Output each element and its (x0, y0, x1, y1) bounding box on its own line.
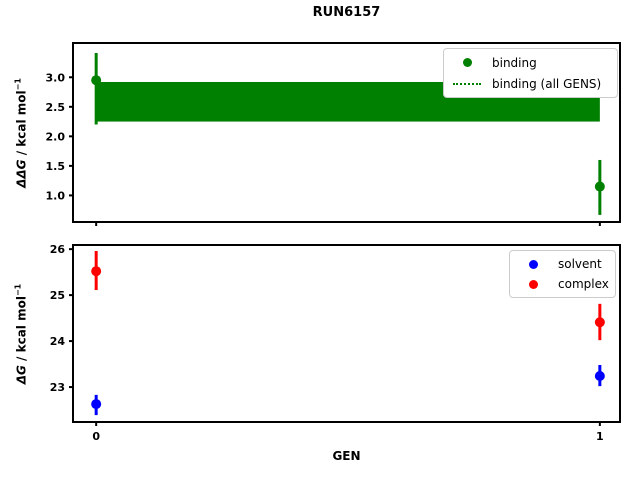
axes-spines-bottom (72, 244, 621, 423)
x-tick-label: 0 (92, 430, 100, 443)
legend-label-solvent: solvent (558, 257, 602, 271)
y-tick-label: 25 (50, 289, 65, 302)
y-tick-label: 24 (50, 335, 66, 348)
data-point-binding-1 (594, 181, 605, 192)
data-point-complex-1 (594, 317, 605, 328)
legend-label-binding: binding (492, 55, 537, 70)
y-tick-label: 23 (50, 381, 65, 394)
y-axis-label-bottom-units: / kcal mol (14, 296, 29, 366)
complex-marker-icon (516, 279, 550, 289)
axes-spines-top (72, 42, 621, 223)
y-axis-label-top-units: / kcal mol (14, 90, 29, 160)
y-axis-label-top-math: ΔΔG (14, 159, 29, 188)
y-tick-label: 26 (50, 243, 66, 256)
y-tick-label: 2.0 (46, 130, 66, 143)
chart-title: RUN6157 (312, 5, 381, 20)
y-tick-label: 2.5 (46, 101, 66, 114)
binding-marker-icon (450, 58, 484, 67)
legend-item-complex: complex (516, 277, 609, 291)
y-axis-label-bottom: ΔG / kcal mol−1 (14, 284, 29, 385)
x-tick-label: 1 (596, 430, 604, 443)
data-point-solvent-0 (91, 399, 102, 410)
y-tick-label: 1.5 (46, 160, 66, 173)
y-tick-label: 1.0 (46, 189, 66, 202)
legend-item-binding: binding (450, 56, 611, 70)
data-point-binding-0 (91, 75, 102, 86)
legend-label-binding-all-gens: binding (all GENS) (492, 76, 602, 91)
legend-item-binding-all-gens: binding (all GENS) (450, 77, 611, 91)
x-axis-label: GEN (332, 449, 361, 463)
legend-label-complex: complex (558, 277, 609, 291)
y-axis-label-bottom-exponent: −1 (13, 283, 23, 297)
legend-top: binding binding (all GENS) (443, 48, 618, 98)
solvent-marker-icon (516, 259, 550, 269)
legend-bottom: solvent complex (509, 250, 616, 298)
y-tick-label: 3.0 (46, 71, 66, 84)
dotted-line-icon (450, 82, 484, 85)
y-axis-label-top-exponent: −1 (13, 78, 23, 91)
legend-item-solvent: solvent (516, 257, 609, 271)
y-axis-label-top: ΔΔG / kcal mol−1 (14, 78, 29, 188)
y-axis-label-bottom-math: ΔG (14, 365, 29, 385)
data-point-solvent-1 (594, 371, 605, 382)
data-point-complex-0 (91, 266, 102, 277)
